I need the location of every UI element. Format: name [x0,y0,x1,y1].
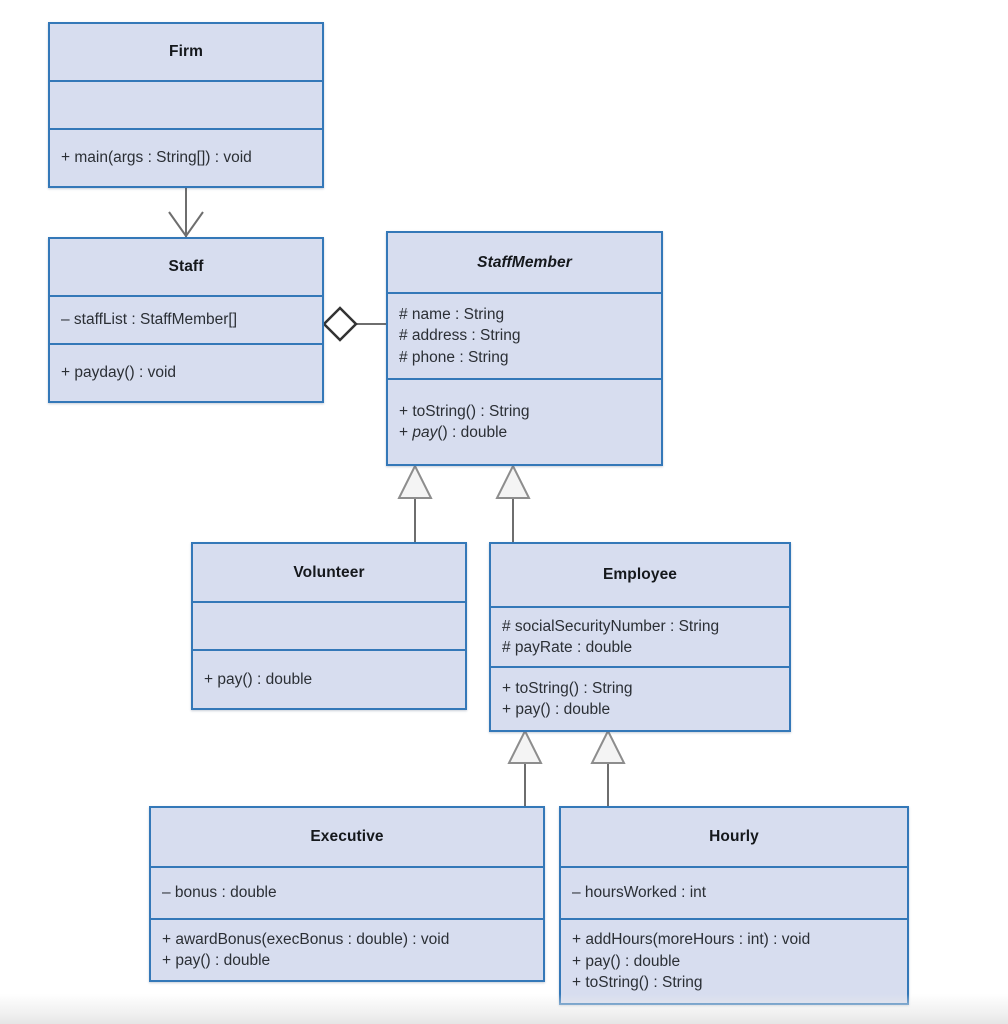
operation-name-italic: pay [412,424,438,441]
operation-line: + pay() : double [162,952,271,969]
attribute-line: # address : String [399,327,521,345]
attributes-band-staffmember: # name : String # address : String # pho… [388,294,661,380]
class-name-staffmember: StaffMember [477,253,572,271]
attribute-line: – hoursWorked : int [572,884,707,902]
connector-employee-to-staffmember-generalization [495,463,531,542]
class-name-firm: Firm [169,43,203,60]
operation-suffix: () : double [437,424,508,441]
attributes-band-volunteer [193,603,465,651]
operation-line: + toString() : String [502,679,633,697]
operation-line: + pay() : double [572,952,681,970]
class-name-executive: Executive [310,828,384,845]
attributes-band-hourly: – hoursWorked : int [561,868,907,920]
class-name-hourly: Hourly [709,828,759,845]
attribute-line: # name : String [399,305,505,323]
class-name-band: StaffMember [388,233,661,294]
operation-line: + toString() : String [572,974,703,992]
operations-band-staffmember: + toString() : String + pay() : double [388,380,661,464]
class-box-executive[interactable]: Executive – bonus : double + awardBonus(… [149,806,545,982]
operations-band-firm: + main(args : String[]) : void [50,130,322,186]
operations-band-hourly: + addHours(moreHours : int) : void + pay… [561,920,907,1003]
operations-band-staff: + payday() : void [50,345,322,401]
class-box-employee[interactable]: Employee # socialSecurityNumber : String… [489,542,791,732]
class-name-band: Hourly [561,808,907,868]
connector-firm-to-staff [168,188,204,238]
class-name-band: Executive [151,808,543,868]
operation-line: + main(args : String[]) : void [61,149,252,167]
attribute-line: – bonus : double [162,884,277,902]
class-name-band: Firm [50,24,322,82]
connector-volunteer-to-staffmember-generalization [397,463,433,542]
operations-band-executive: + awardBonus(execBonus : double) : void … [151,920,543,980]
operation-line-abstract-pay: + pay() : double [399,422,651,444]
class-box-volunteer[interactable]: Volunteer + pay() : double [191,542,467,710]
operation-line: + payday() : void [61,364,177,382]
attributes-band-staff: – staffList : StaffMember[] [50,297,322,345]
connector-staff-to-staffmember-aggregation [322,306,386,342]
class-box-hourly[interactable]: Hourly – hoursWorked : int + addHours(mo… [559,806,909,1005]
operation-line: + pay() : double [204,670,313,688]
connector-hourly-to-employee-generalization [590,728,626,806]
class-name-employee: Employee [602,566,678,583]
operation-line: + awardBonus(execBonus : double) : void [162,930,450,948]
class-name-volunteer: Volunteer [293,563,365,581]
operation-prefix: + [399,424,413,441]
operations-band-volunteer: + pay() : double [193,651,465,708]
operation-line: + addHours(moreHours : int) : void [572,931,811,949]
operation-line: + toString() : String [399,402,530,420]
class-box-staffmember[interactable]: StaffMember # name : String # address : … [386,231,663,466]
attribute-line: # payRate : double [502,639,633,656]
attribute-line: – staffList : StaffMember[] [61,311,238,329]
class-name-staff: Staff [168,258,204,275]
class-name-band: Employee [491,544,789,608]
class-box-staff[interactable]: Staff – staffList : StaffMember[] + payd… [48,237,324,403]
operation-line: + pay() : double [502,701,611,718]
attribute-line: # socialSecurityNumber : String [502,617,720,635]
class-name-band: Staff [50,239,322,297]
class-name-band: Volunteer [193,544,465,603]
attributes-band-executive: – bonus : double [151,868,543,920]
attribute-line: # phone : String [399,348,509,366]
class-box-firm[interactable]: Firm + main(args : String[]) : void [48,22,324,188]
attributes-band-employee: # socialSecurityNumber : String # payRat… [491,608,789,668]
connector-executive-to-employee-generalization [507,728,543,806]
operations-band-employee: + toString() : String + pay() : double [491,668,789,730]
attributes-band-firm [50,82,322,130]
